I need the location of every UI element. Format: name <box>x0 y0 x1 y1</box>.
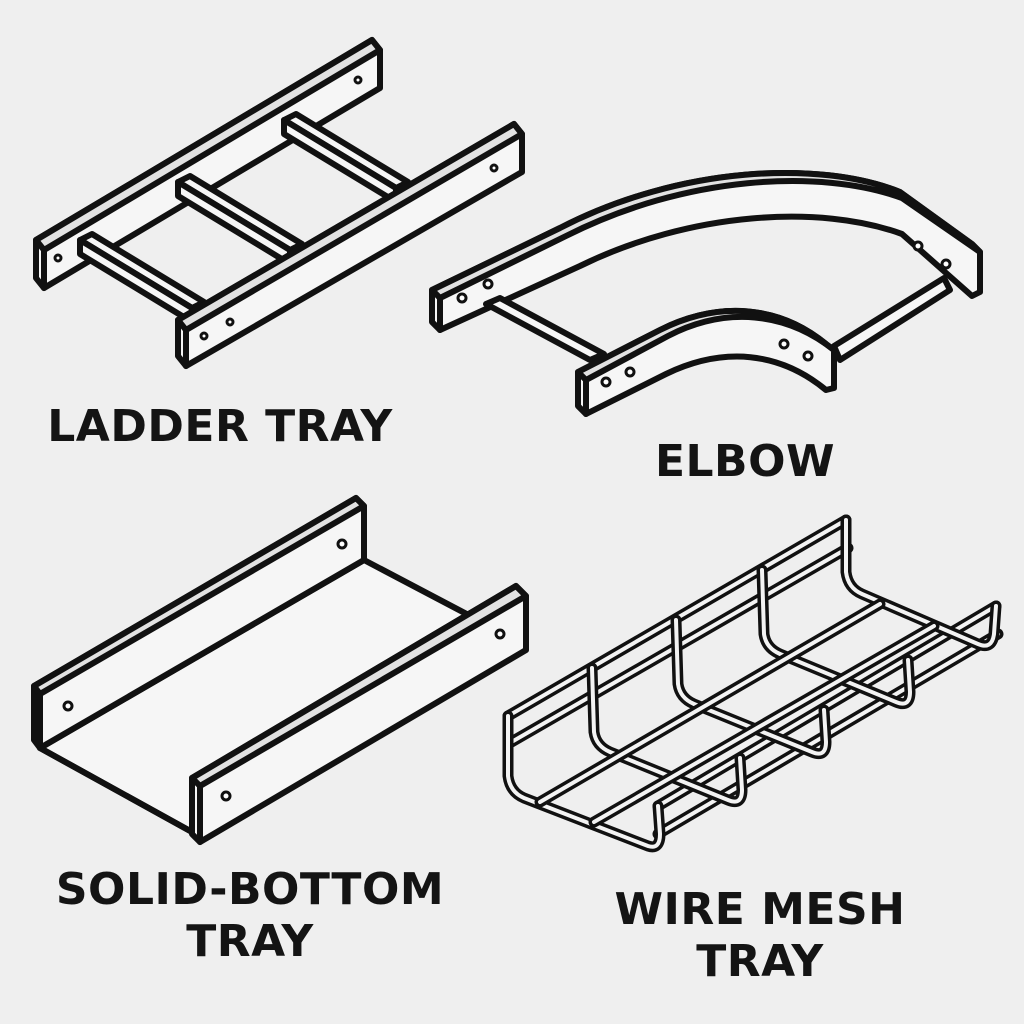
elbow-outer-rail-top <box>429 169 983 301</box>
solid-tray-floor-edge <box>37 745 195 835</box>
wire-mesh-tray-illustration <box>502 514 1004 853</box>
solid-bottom-tray-label-line-1: SOLID-BOTTOM <box>55 864 445 915</box>
ladder-rung <box>77 231 207 311</box>
elbow-rung <box>831 275 953 363</box>
wire-mesh-tray-label-line-1: WIRE MESH <box>614 884 906 935</box>
ladder-hole <box>489 163 499 173</box>
ladder-hole <box>353 75 363 85</box>
elbow-inner-rail-top <box>575 307 837 383</box>
solid-tray-hole <box>494 628 506 640</box>
elbow-hole <box>624 366 636 378</box>
solid-bottom-tray-label: SOLID-BOTTOM TRAY <box>50 864 450 968</box>
ladder-hole <box>53 253 63 263</box>
ladder-hole <box>199 331 209 341</box>
elbow-hole <box>778 338 790 350</box>
elbow-hole <box>940 258 952 270</box>
solid-tray-hole <box>336 538 348 550</box>
solid-bottom-tray-label-line-2: TRAY <box>186 916 314 967</box>
solid-tray-back-wall-top <box>31 495 367 697</box>
elbow-rung <box>483 295 607 363</box>
solid-tray-hole <box>220 790 232 802</box>
elbow-hole <box>802 350 814 362</box>
elbow-hole <box>456 292 468 304</box>
ladder-rung <box>281 111 411 191</box>
ladder-front-rail-top <box>175 121 525 333</box>
ladder-rung-side <box>281 117 399 205</box>
elbow-label: ELBOW <box>654 436 836 487</box>
ladder-tray-illustration <box>33 37 525 369</box>
ladder-back-rail-top <box>33 37 383 253</box>
mesh-cross-wire <box>840 514 1002 652</box>
elbow-hole <box>912 240 924 252</box>
solid-bottom-tray-illustration <box>31 495 529 845</box>
elbow-hole <box>482 278 494 290</box>
solid-tray-front-wall-top <box>189 583 529 789</box>
ladder-rung <box>175 173 305 253</box>
ladder-tray-label: LADDER TRAY <box>47 401 393 452</box>
ladder-hole <box>225 317 235 327</box>
elbow-hole <box>600 376 612 388</box>
elbow-illustration <box>429 169 983 417</box>
ladder-rung-side <box>77 237 195 325</box>
wire-mesh-tray-label: WIRE MESH TRAY <box>560 884 960 988</box>
solid-tray-hole <box>62 700 74 712</box>
wire-mesh-tray-label-line-2: TRAY <box>696 936 824 987</box>
ladder-rung-side <box>175 179 293 267</box>
